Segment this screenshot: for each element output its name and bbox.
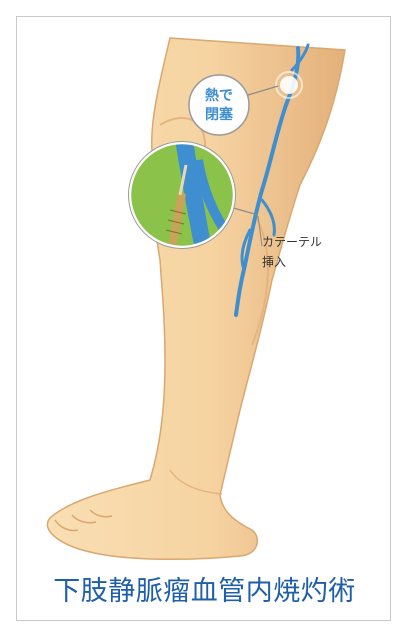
bubble-text-line2: 閉塞 xyxy=(205,106,234,123)
caption: 下肢静脈瘤血管内焼灼術 xyxy=(0,569,409,608)
inset-closeup xyxy=(129,140,236,250)
heat-glow xyxy=(280,76,298,94)
annotation-line1: カテーテル xyxy=(262,235,322,249)
annotation-line2: 挿入 xyxy=(262,255,286,269)
bubble-text-line1: 熱で xyxy=(205,87,233,104)
bubble xyxy=(189,75,249,135)
